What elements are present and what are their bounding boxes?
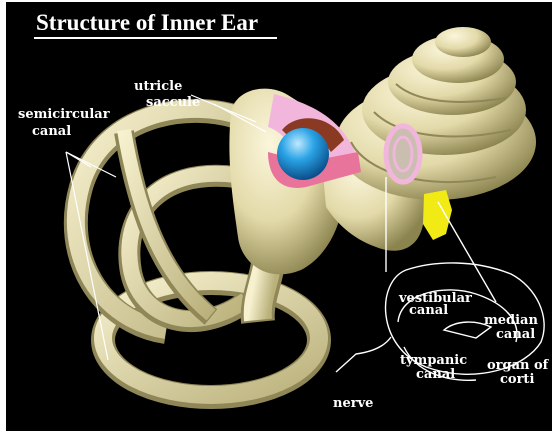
label-nerve: nerve <box>333 397 373 410</box>
utricle-saccule-cutaway <box>268 94 361 188</box>
cochlea-cross-section-ring <box>386 126 420 182</box>
organ-of-corti-highlight <box>423 190 452 240</box>
label-median-line1: median <box>484 314 538 327</box>
label-tympanic-line1: tympanic <box>400 354 467 367</box>
label-vestibular-line2: canal <box>409 304 448 317</box>
label-median-line2: canal <box>496 328 535 341</box>
diagram-title: Structure of Inner Ear <box>36 11 258 35</box>
label-semicircular-line1: semicircular <box>18 108 110 121</box>
label-tympanic-line2: canal <box>416 368 455 381</box>
cochlea <box>336 27 536 200</box>
label-organ-of-corti-line1: organ of <box>487 359 548 372</box>
title-underline <box>34 37 277 39</box>
label-utricle: utricle <box>134 80 182 93</box>
label-organ-of-corti-line2: corti <box>500 373 534 386</box>
diagram-frame: Structure of Inner Ear utricle saccule s… <box>6 2 552 431</box>
label-saccule: saccule <box>146 96 200 109</box>
label-semicircular-line2: canal <box>32 125 71 138</box>
inner-ear-illustration <box>6 2 552 431</box>
